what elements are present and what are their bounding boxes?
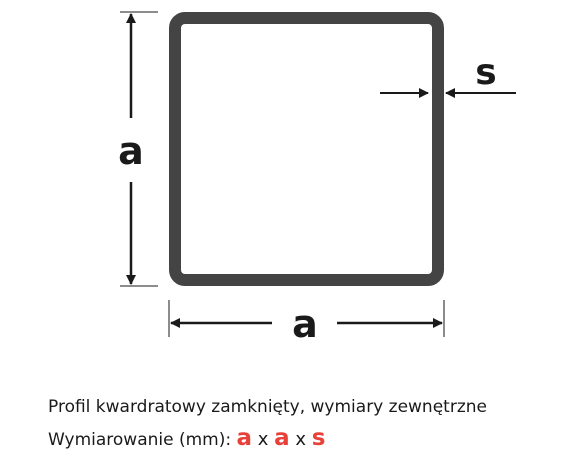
dimension-label-a-left: a (118, 129, 144, 173)
dimensioning-prefix: Wymiarowanie (mm): (48, 430, 237, 450)
bottom-dimension: a (168, 300, 445, 346)
dimension-label-s: s (475, 52, 496, 93)
thickness-dimension: s (380, 52, 516, 98)
caption-dimensioning: Wymiarowanie (mm): a x a x s (48, 423, 568, 456)
square-tube-profile (169, 12, 444, 286)
square-profile-diagram: a a s (118, 11, 516, 346)
formula-separator-1: x (252, 429, 275, 450)
caption-description: Profil kwardratowy zamknięty, wymiary ze… (48, 397, 487, 417)
formula-thickness-s: s (311, 425, 326, 451)
left-dimension: a (118, 11, 158, 287)
formula-separator-2: x (289, 429, 312, 450)
caption: Profil kwardratowy zamknięty, wymiary ze… (48, 392, 568, 456)
dimension-label-a-bottom: a (292, 302, 318, 346)
formula-side-a2: a (274, 425, 290, 451)
formula-side-a1: a (236, 425, 253, 451)
